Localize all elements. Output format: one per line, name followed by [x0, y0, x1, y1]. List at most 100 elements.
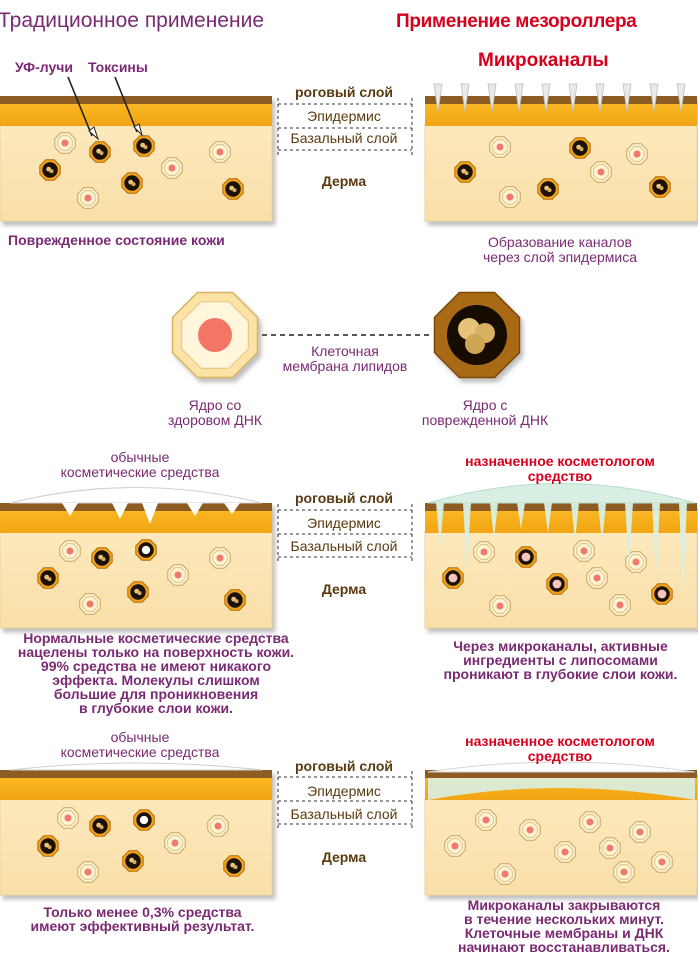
- legend-damaged-nucleus: [465, 334, 485, 354]
- caption-prescribed-2: назначенное косметологом средство: [465, 733, 655, 764]
- damaged-cell: [133, 809, 155, 831]
- panel-mesoroller-channels: [424, 96, 698, 222]
- serum-channel: [490, 503, 498, 539]
- epidermis-layer: [425, 104, 697, 126]
- caption-membrane: Клеточная мембрана липидов: [282, 343, 408, 374]
- serum-channel: [571, 503, 579, 541]
- serum-channel: [598, 503, 606, 543]
- damaged-cell: [91, 547, 113, 569]
- legend-cells: [171, 291, 521, 379]
- serum-channel: [679, 503, 687, 593]
- healthy-cell: [586, 567, 608, 589]
- healthy-cell: [579, 811, 601, 833]
- damaged-cell: [127, 581, 149, 603]
- damaged-cell: [121, 172, 143, 194]
- damaged-cell: [133, 135, 155, 157]
- stratum-corneum-layer: [0, 770, 272, 778]
- damaged-cell: [37, 835, 59, 857]
- healthy-cell: [54, 132, 76, 154]
- damaged-cell: [651, 583, 673, 605]
- serum-absorbed: [428, 778, 695, 800]
- caption-damaged-cell: Ядро с поврежденной ДНК: [421, 397, 549, 428]
- cosmetic-layer: [9, 762, 263, 771]
- stratum-corneum-layer: [425, 770, 697, 778]
- damaged-cell: [454, 161, 476, 183]
- healthy-cell: [613, 861, 635, 883]
- healthy-cell: [489, 136, 511, 158]
- panel-traditional-damaged: [0, 96, 273, 222]
- damaged-cell: [39, 159, 61, 181]
- healthy-cell: [57, 807, 79, 829]
- damaged-cell: [37, 567, 59, 589]
- epidermis-layer: [0, 778, 272, 800]
- damaged-cell: [537, 178, 559, 200]
- healthy-cell: [494, 863, 516, 885]
- healthy-cell: [59, 540, 81, 562]
- layer-label-basal-3: Базальный слой: [290, 806, 398, 822]
- healthy-cell: [209, 141, 231, 163]
- layer-label-stratum-corneum: роговый слой: [294, 84, 393, 100]
- title-mesoroller: Применение мезороллера: [396, 11, 637, 32]
- microneedle: [433, 83, 443, 113]
- label-toxins: Токсины: [88, 59, 148, 75]
- caption-ordinary-cosmetics-2: обычные косметические средства: [60, 729, 220, 760]
- toxins-arrowhead: [133, 123, 143, 137]
- label-uv-rays: УФ-лучи: [15, 59, 74, 75]
- microneedle: [649, 83, 659, 113]
- damaged-cell: [224, 589, 246, 611]
- healthy-cell: [554, 841, 576, 863]
- caption-prescribed-1: назначенное косметологом средство: [465, 453, 655, 484]
- healthy-cell: [167, 564, 189, 586]
- healthy-cell: [626, 143, 648, 165]
- damaged-cell: [515, 546, 537, 568]
- healthy-cell: [77, 861, 99, 883]
- layer-label-basal: Базальный слой: [290, 130, 398, 146]
- healthy-cell: [207, 815, 229, 837]
- cosmetic-drip: [187, 503, 203, 516]
- cosmetic-drip: [224, 503, 240, 514]
- microneedle: [568, 83, 578, 113]
- damaged-cell: [569, 137, 591, 159]
- serum-channel: [625, 503, 633, 565]
- healthy-cell: [77, 187, 99, 209]
- healthy-cell: [444, 835, 466, 857]
- healthy-cell: [79, 593, 101, 615]
- damaged-cell: [135, 539, 157, 561]
- caption-channel-formation: Образование каналов через слой эпидермис…: [483, 234, 637, 265]
- serum-channel: [436, 503, 444, 547]
- stratum-corneum-layer: [425, 503, 697, 511]
- microneedle: [622, 83, 632, 113]
- cosmetic-drip: [142, 503, 158, 524]
- microneedle: [487, 83, 497, 113]
- layer-label-dermis-3: Дерма: [321, 849, 367, 865]
- damaged-cell: [546, 573, 568, 595]
- layer-label-dermis-2: Дерма: [321, 581, 367, 597]
- uv-arrow: [67, 76, 93, 137]
- healthy-cell: [499, 186, 521, 208]
- healthy-cell: [161, 157, 183, 179]
- layer-label-epidermis-3: Эпидермис: [307, 783, 381, 799]
- layer-label-dermis: Дерма: [321, 173, 367, 189]
- damaged-cell: [649, 176, 671, 198]
- cosmetic-drip: [62, 503, 78, 516]
- serum-channel: [544, 503, 552, 533]
- caption-prescribed-effect: Через микроканалы, активные ингредиенты …: [443, 638, 678, 682]
- caption-ordinary-cosmetics-1: обычные косметические средства: [60, 449, 220, 480]
- microneedle: [460, 83, 470, 113]
- toxins-arrow: [114, 76, 138, 133]
- damaged-cell: [442, 567, 464, 589]
- caption-healthy-cell: Ядро со здоровом ДНК: [168, 397, 262, 428]
- title-traditional: Традиционное применение: [0, 9, 264, 32]
- microneedle: [514, 83, 524, 113]
- caption-low-result: Только менее 0,3% средства имеют эффекти…: [30, 904, 255, 934]
- layer-label-stratum-corneum-3: роговый слой: [294, 758, 393, 774]
- caption-damaged-skin: Поврежденное состояние кожи: [8, 232, 225, 248]
- serum-channel: [517, 503, 525, 529]
- damaged-cell: [89, 815, 111, 837]
- healthy-cell: [473, 541, 495, 563]
- legend-healthy-nucleus: [198, 318, 232, 352]
- stratum-corneum-layer: [0, 503, 272, 511]
- epidermis-layer: [0, 104, 272, 126]
- healthy-cell: [573, 540, 595, 562]
- caption-ordinary-effect: Нормальные косметические средства нацеле…: [17, 630, 295, 716]
